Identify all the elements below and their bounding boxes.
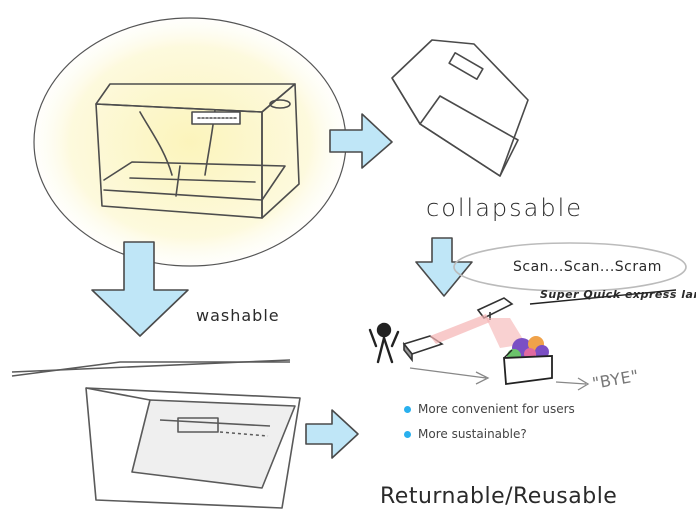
bullet-text: More sustainable? [418,427,527,441]
arrow-right-bottom [305,409,359,459]
returnable-reusable-label: Returnable/Reusable [380,484,618,509]
arrow-down-right [415,237,473,297]
scan-beam-left [430,314,490,344]
storage-box-sketch [33,17,347,267]
bullet-dot-icon [404,430,411,438]
washable-box-sketch [11,359,301,509]
arrow-down-left [91,241,189,337]
express-lane-label: Super Quick express lane [540,288,696,301]
motion-arrow-1 [409,367,490,385]
scan-bubble [453,242,687,305]
scanner-pad [402,335,444,363]
bullet-convenient: More convenient for users [404,402,575,416]
highlight-ellipse [33,17,347,267]
washable-label: washable [196,306,280,325]
collapsed-box-sketch [391,39,529,177]
clothes-box [503,336,553,386]
bullet-sustainable: More sustainable? [404,427,527,441]
arrow-right-top [329,113,393,169]
motion-arrow-2 [555,377,590,391]
collapsable-label: collapsable [426,194,584,222]
checkout-scene [368,297,590,391]
person-icon [368,322,400,364]
bullet-dot-icon [404,405,411,413]
scan-label: Scan...Scan...Scram [513,259,662,275]
bullet-text: More convenient for users [418,402,575,416]
